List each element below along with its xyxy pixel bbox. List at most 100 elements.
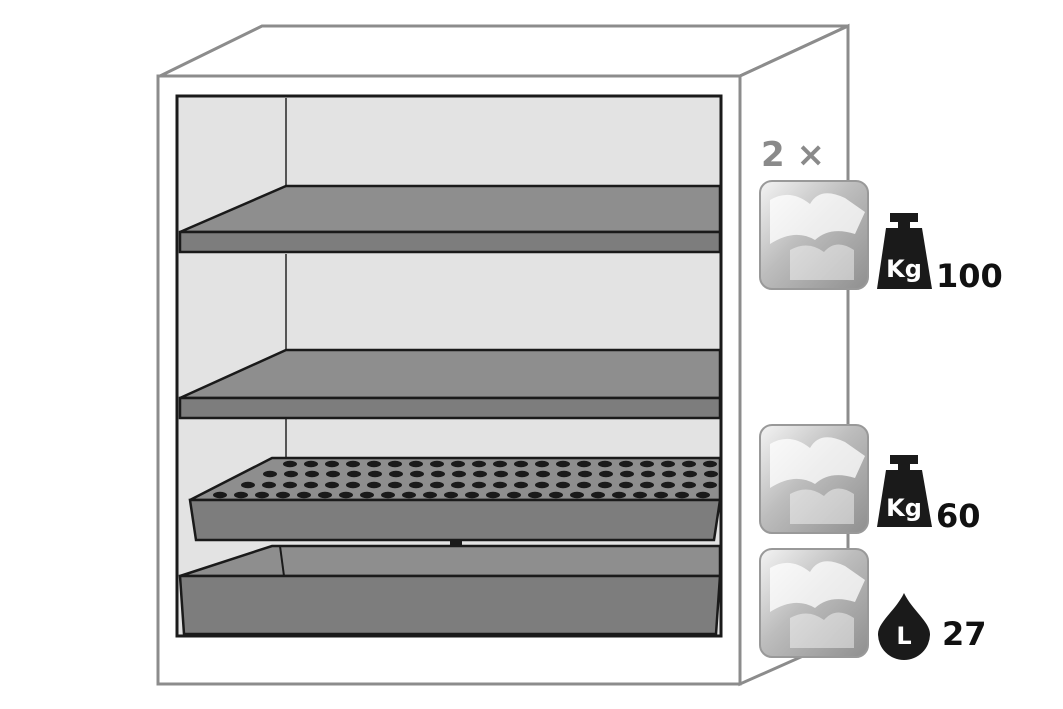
perforation-hole [640,460,654,468]
perforation-hole [556,460,570,468]
perforation-hole [346,460,360,468]
quantity-multiplier-label: 2 × [761,135,825,175]
perforation-hole [255,491,269,499]
perforation-hole [367,460,381,468]
perforation-hole [465,491,479,499]
perforation-hole [325,460,339,468]
perforation-hole [297,491,311,499]
perforation-hole [514,481,528,489]
perforation-hole [388,460,402,468]
perforation-hole [633,491,647,499]
perforation-hole [619,460,633,468]
perforation-hole [598,460,612,468]
perforation-hole [473,470,487,478]
perforation-hole [472,481,486,489]
perforation-hole [536,470,550,478]
perforation-hole [557,470,571,478]
perforation-hole [549,491,563,499]
perforation-hole [528,491,542,499]
svg-text:Kg: Kg [886,255,922,283]
perforation-hole [452,470,466,478]
perforation-hole [381,491,395,499]
svg-text:L: L [896,622,911,650]
perforation-hole [535,481,549,489]
perforation-hole [577,460,591,468]
perforation-hole [431,470,445,478]
perforation-hole [326,470,340,478]
perforation-hole [283,460,297,468]
perforation-hole [486,491,500,499]
shelf-middle [178,348,722,420]
perforation-hole [339,491,353,499]
perforation-hole [493,481,507,489]
perforation-hole [304,460,318,468]
perforation-hole [263,470,277,478]
perforation-hole [577,481,591,489]
perforation-hole [683,470,697,478]
perforation-hole [619,481,633,489]
perforation-hole [318,491,332,499]
perforation-hole [704,470,718,478]
perforation-hole [367,481,381,489]
insert-load-capacity-value: 60 [936,497,981,535]
perforation-hole [703,460,717,468]
perforation-hole [641,470,655,478]
perforation-hole [682,460,696,468]
perforation-hole [535,460,549,468]
perforation-hole [388,481,402,489]
perforation-hole [556,481,570,489]
perforation-hole [612,491,626,499]
perforation-hole [346,481,360,489]
perforation-hole [620,470,634,478]
perforation-holes [213,460,718,499]
kg-weight-icon: Kg [877,213,932,289]
perforation-hole [430,481,444,489]
galvanized-shelf-tile-1 [759,180,869,290]
perforation-hole [234,491,248,499]
perforation-hole [514,460,528,468]
perforation-hole [276,491,290,499]
perforation-hole [591,491,605,499]
perforation-hole [662,470,676,478]
perforation-hole [402,491,416,499]
perforation-hole [654,491,668,499]
perforation-hole [661,481,675,489]
perforation-hole [472,460,486,468]
perforation-hole [409,460,423,468]
perforation-hole [696,491,710,499]
sump-tray [178,544,722,636]
perforation-hole [262,481,276,489]
perforation-hole [515,470,529,478]
sump-volume-value: 27 [942,615,987,653]
kg-weight-icon: Kg [877,455,932,527]
perforated-insert [188,456,722,542]
liter-drop-icon: L [878,593,930,660]
perforation-hole [305,470,319,478]
perforation-hole [703,481,717,489]
perforation-hole [410,470,424,478]
perforation-hole [304,481,318,489]
perforation-hole [494,470,508,478]
perforation-hole [493,460,507,468]
perforation-hole [213,491,227,499]
galvanized-shelf-tile-3 [759,548,869,658]
perforation-hole [423,491,437,499]
shelf-load-capacity-value: 100 [936,257,1003,295]
perforation-hole [347,470,361,478]
perforation-hole [578,470,592,478]
perforation-hole [570,491,584,499]
perforation-hole [444,491,458,499]
perforation-hole [451,481,465,489]
perforation-hole [360,491,374,499]
perforation-hole [661,460,675,468]
perforation-hole [241,481,255,489]
svg-text:Kg: Kg [886,494,922,522]
perforation-hole [409,481,423,489]
shelf-top [178,184,722,254]
perforation-hole [283,481,297,489]
perforation-hole [507,491,521,499]
perforation-hole [451,460,465,468]
perforation-hole [430,460,444,468]
perforation-hole [682,481,696,489]
